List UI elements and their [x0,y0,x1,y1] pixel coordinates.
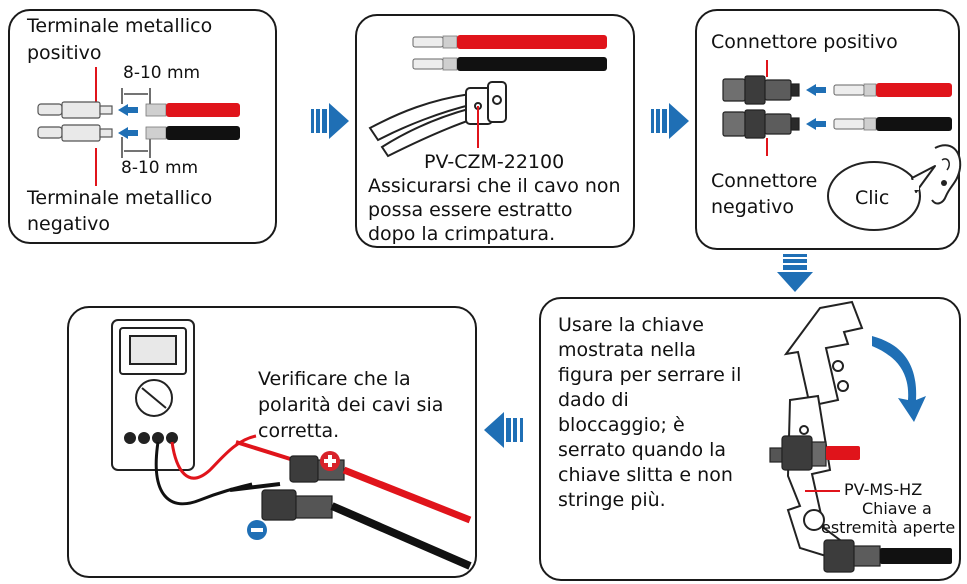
crimping-tool [368,81,507,158]
crimp-note-line2: possa essere estratto [368,199,573,221]
instruction-line: figura per serrare il [558,364,742,386]
multimeter [111,319,195,471]
wrench-instruction: Usare la chiave mostrata nella figura pe… [558,313,741,513]
step2-panel [355,14,635,248]
dim-bottom-label: 8-10 mm [121,158,199,178]
instruction-line: mostrata nella [558,339,697,361]
black-cable [166,126,240,140]
rotation-arrow [872,336,926,422]
instruction-line: chiave slitta e non [558,464,733,486]
negative-metal-terminal [37,124,113,142]
click-label: Clic [855,187,890,209]
dim-top-label: 8-10 mm [123,63,201,83]
check-line1: Verificare che la [258,368,411,390]
positive-metal-terminal [37,101,113,119]
instruction-line: Usare la chiave [558,314,704,336]
crimp-note-line1: Assicurarsi che il cavo non [368,175,621,197]
wrench-model-label: PV-MS-HZ [844,480,923,499]
upper-wrench [783,300,864,408]
wrench-desc-line2: estremità aperte [821,518,956,537]
negative-connector-label-1: Connettore [711,170,818,192]
connector-in-wrench [769,435,827,471]
positive-connector [722,75,800,105]
negative-connector-test [261,489,333,521]
negative-connector-label-2: negativo [711,196,795,218]
click-bubble [827,161,936,231]
ear-icon [931,144,962,205]
positive-terminal-label-2: positivo [27,42,102,64]
instruction-line: serrato quando la [558,439,727,461]
negative-connector [722,109,800,139]
crimp-note-line3: dopo la crimpatura. [368,223,556,245]
negative-terminal-label-2: negativo [27,213,111,235]
red-cable [166,103,240,117]
positive-terminal-label-1: Terminale metallico [27,15,213,37]
tool-model-label: PV-CZM-22100 [424,151,565,173]
negative-terminal-label-1: Terminale metallico [27,187,213,209]
check-line2: polarità dei cavi sia [258,394,444,416]
positive-connector-label: Connettore positivo [711,31,898,53]
instruction-line: dado di [558,389,629,411]
instruction-line: bloccaggio; è [558,414,685,436]
check-line3: corretta. [258,420,340,442]
wrench-desc-line1: Chiave a [862,499,932,518]
instruction-line: stringe più. [558,489,666,511]
